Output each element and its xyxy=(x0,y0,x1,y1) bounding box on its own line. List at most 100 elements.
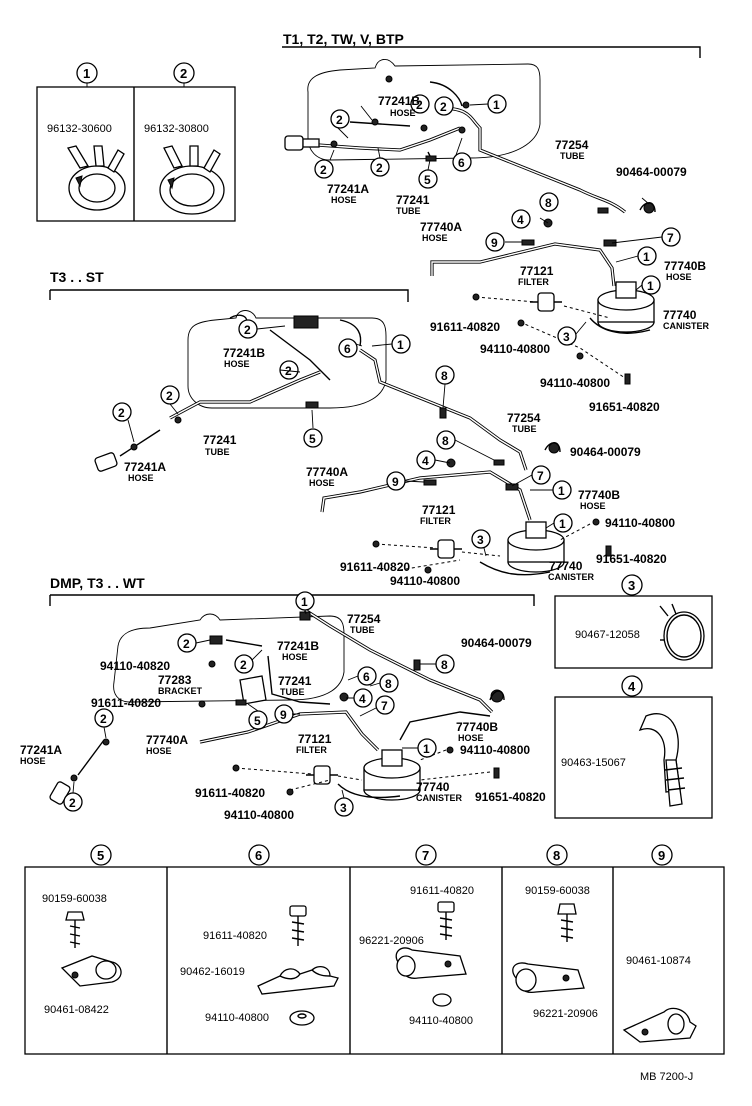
svg-text:HOSE: HOSE xyxy=(390,108,416,118)
svg-text:5: 5 xyxy=(254,714,261,728)
svg-text:5: 5 xyxy=(309,432,316,446)
svg-text:90461-10874: 90461-10874 xyxy=(626,955,691,967)
svg-text:77121: 77121 xyxy=(298,732,332,746)
svg-text:8: 8 xyxy=(385,677,392,691)
svg-text:CANISTER: CANISTER xyxy=(416,793,463,803)
filter-77121-3 xyxy=(306,765,338,785)
svg-text:FILTER: FILTER xyxy=(296,745,327,755)
svg-text:7: 7 xyxy=(537,469,544,483)
svg-text:6: 6 xyxy=(344,342,351,356)
svg-text:2: 2 xyxy=(166,389,173,403)
svg-text:BRACKET: BRACKET xyxy=(158,686,203,696)
svg-text:HOSE: HOSE xyxy=(20,756,46,766)
svg-text:8: 8 xyxy=(442,434,449,448)
svg-text:77740: 77740 xyxy=(663,308,697,322)
svg-text:4: 4 xyxy=(517,213,524,227)
svg-text:8: 8 xyxy=(441,658,448,672)
svg-text:77283: 77283 xyxy=(158,673,192,687)
svg-text:77740B: 77740B xyxy=(664,259,706,273)
svg-text:HOSE: HOSE xyxy=(282,652,308,662)
section-1-title: T1, T2, TW, V, BTP xyxy=(283,31,404,47)
svg-text:TUBE: TUBE xyxy=(512,424,537,434)
section-3-diagram: DMP, T3 . . WT xyxy=(20,575,546,822)
svg-text:77740A: 77740A xyxy=(420,220,462,234)
section-3-callouts: 1 2 2 2 2 5 9 6 8 8 4 7 1 3 xyxy=(63,591,455,817)
svg-text:3: 3 xyxy=(628,578,635,593)
svg-text:3: 3 xyxy=(477,533,484,547)
svg-text:91611-40820: 91611-40820 xyxy=(410,885,474,897)
svg-text:94110-40800: 94110-40800 xyxy=(205,1012,269,1024)
clamp-1-part-number: 96132-30600 xyxy=(47,123,112,135)
canister-77740 xyxy=(597,281,655,333)
svg-text:1: 1 xyxy=(397,338,404,352)
svg-text:1: 1 xyxy=(558,484,565,498)
svg-text:94110-40820: 94110-40820 xyxy=(100,659,170,673)
fuel-tank-outline-3 xyxy=(113,613,345,703)
svg-text:91611-40820: 91611-40820 xyxy=(340,560,410,574)
section-3-bracket xyxy=(49,594,535,606)
hose-77241B xyxy=(349,121,411,127)
part-cell-5: 90159-60038 90461-08422 xyxy=(42,893,122,1016)
svg-text:77254: 77254 xyxy=(347,612,381,626)
svg-text:2: 2 xyxy=(69,796,76,810)
section-2-title: T3 . . ST xyxy=(50,269,104,285)
svg-text:77241A: 77241A xyxy=(327,182,369,196)
svg-text:77740B: 77740B xyxy=(578,488,620,502)
svg-text:TUBE: TUBE xyxy=(350,625,375,635)
svg-text:77740: 77740 xyxy=(416,780,450,794)
svg-text:2: 2 xyxy=(416,98,423,112)
svg-text:9: 9 xyxy=(392,475,399,489)
inset-clamp-4: 4 90463-15067 xyxy=(554,675,713,819)
svg-text:HOSE: HOSE xyxy=(666,272,692,282)
svg-text:CANISTER: CANISTER xyxy=(663,321,710,331)
clamp-2-part-number: 96132-30800 xyxy=(144,123,209,135)
fuel-tank-outline xyxy=(307,59,541,161)
svg-text:HOSE: HOSE xyxy=(458,733,484,743)
svg-text:94110-40800: 94110-40800 xyxy=(480,342,550,356)
svg-text:96221-20906: 96221-20906 xyxy=(359,935,424,947)
svg-text:2: 2 xyxy=(376,161,383,175)
bolt-91611 xyxy=(472,293,480,301)
svg-text:4: 4 xyxy=(422,454,429,468)
svg-text:4: 4 xyxy=(628,679,636,694)
clamp-4-part-number: 90463-15067 xyxy=(561,757,626,769)
svg-text:1: 1 xyxy=(643,250,650,264)
clamp-3-drawing xyxy=(663,611,705,661)
part-cell-9: 90461-10874 xyxy=(622,955,697,1043)
svg-text:6: 6 xyxy=(363,670,370,684)
section-1-labels: 77241B HOSE 77241A HOSE 77241 TUBE 77254… xyxy=(327,94,710,414)
svg-text:91651-40820: 91651-40820 xyxy=(475,790,546,804)
svg-text:77121: 77121 xyxy=(520,264,554,278)
svg-text:90462-16019: 90462-16019 xyxy=(180,966,245,978)
svg-text:77241A: 77241A xyxy=(20,743,62,757)
svg-text:8: 8 xyxy=(441,369,448,383)
filler-cap xyxy=(284,135,304,151)
svg-text:HOSE: HOSE xyxy=(331,195,357,205)
svg-text:7: 7 xyxy=(422,848,429,863)
section-1-bracket xyxy=(282,46,701,58)
svg-text:90159-60038: 90159-60038 xyxy=(42,893,107,905)
svg-text:77254: 77254 xyxy=(555,138,589,152)
svg-text:2: 2 xyxy=(320,163,327,177)
svg-text:2: 2 xyxy=(180,66,187,81)
svg-text:TUBE: TUBE xyxy=(396,206,421,216)
svg-text:90159-60038: 90159-60038 xyxy=(525,885,590,897)
svg-text:1: 1 xyxy=(423,742,430,756)
svg-text:94110-40800: 94110-40800 xyxy=(540,376,610,390)
part-cell-8: 90159-60038 96221-20906 xyxy=(512,885,598,1020)
filter-77121 xyxy=(530,292,562,312)
svg-text:91651-40820: 91651-40820 xyxy=(596,552,667,566)
svg-text:1: 1 xyxy=(301,595,308,609)
svg-text:94110-40800: 94110-40800 xyxy=(605,516,675,530)
svg-text:2: 2 xyxy=(183,637,190,651)
svg-text:HOSE: HOSE xyxy=(422,233,448,243)
svg-text:7: 7 xyxy=(667,231,674,245)
svg-text:90464-00079: 90464-00079 xyxy=(616,165,687,179)
svg-text:9: 9 xyxy=(658,848,665,863)
svg-text:2: 2 xyxy=(118,406,125,420)
svg-text:77241: 77241 xyxy=(396,193,430,207)
svg-text:77254: 77254 xyxy=(507,411,541,425)
svg-text:77740B: 77740B xyxy=(456,720,498,734)
svg-text:77121: 77121 xyxy=(422,503,456,517)
